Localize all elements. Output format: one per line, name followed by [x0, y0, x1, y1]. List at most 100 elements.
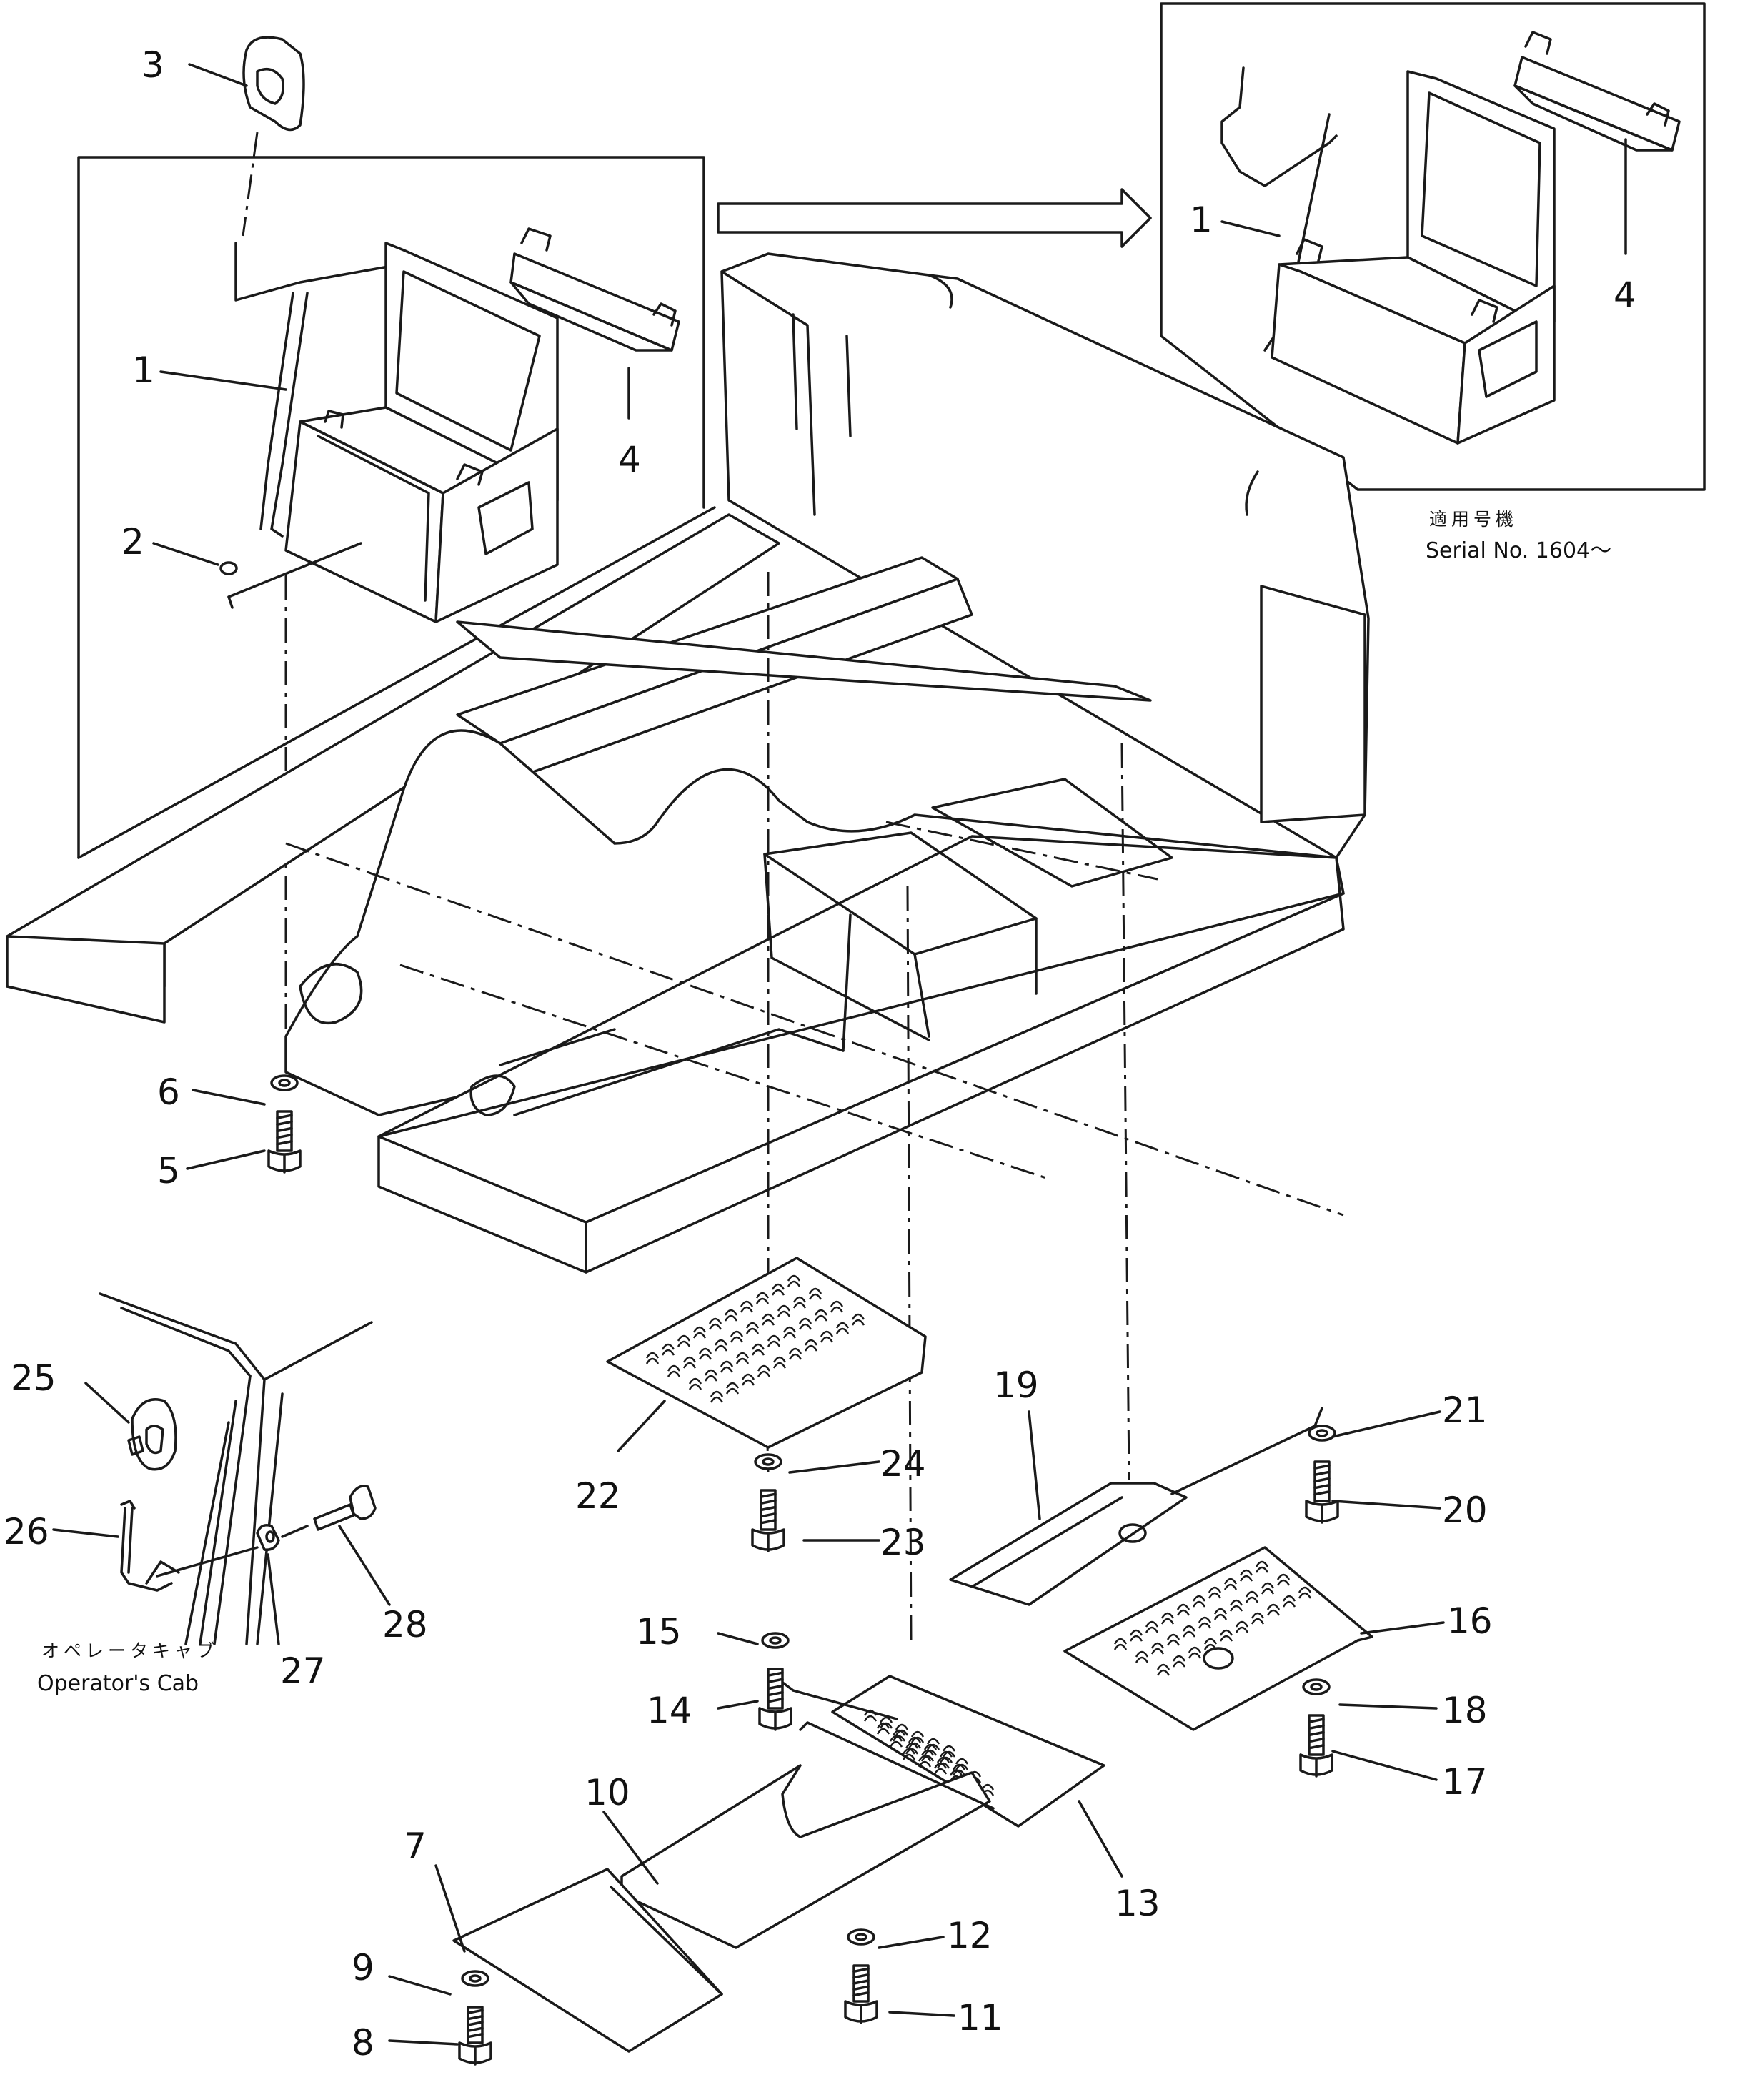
- callout-15: 15: [636, 1611, 682, 1653]
- vent-slot: [889, 1735, 903, 1748]
- vent-slot: [939, 1750, 953, 1763]
- vent-slot: [1213, 1608, 1228, 1620]
- vent-slot: [751, 1343, 765, 1356]
- vent-slot: [1129, 1629, 1143, 1642]
- vent-slot: [820, 1330, 834, 1343]
- lock-icon: [127, 1398, 177, 1471]
- vent-slot: [905, 1742, 919, 1755]
- vent-slot: [933, 1762, 948, 1775]
- vent-slot: [771, 1283, 785, 1296]
- vent-slot: [1135, 1650, 1149, 1663]
- callout-12: 12: [947, 1915, 993, 1956]
- bolt-icon: [1305, 1425, 1339, 1524]
- arrow-right-icon: [717, 188, 1152, 248]
- callout-1: 1: [1190, 199, 1213, 241]
- callout-18: 18: [1442, 1690, 1488, 1731]
- vent-slot: [667, 1364, 681, 1377]
- vent-slot: [692, 1326, 707, 1339]
- vent-slot: [1208, 1586, 1222, 1599]
- vent-slot: [942, 1745, 956, 1758]
- vent-slot: [782, 1326, 797, 1339]
- vent-slot: [923, 1743, 938, 1756]
- vent-slot: [1145, 1620, 1159, 1633]
- vent-slot: [645, 1352, 660, 1364]
- vent-slot: [1245, 1590, 1259, 1603]
- vent-slot: [777, 1304, 791, 1317]
- vent-slot: [955, 1758, 969, 1770]
- vent-slot: [1156, 1663, 1170, 1676]
- vent-slot: [1266, 1603, 1281, 1616]
- main-floor-frame: [6, 252, 1370, 1274]
- callout-16: 16: [1447, 1600, 1493, 1642]
- vent-slot: [735, 1352, 750, 1364]
- callout-11: 11: [958, 1997, 1003, 2039]
- vent-slot: [1150, 1642, 1165, 1655]
- vent-slot: [908, 1736, 922, 1749]
- vent-slot: [920, 1749, 935, 1762]
- vent-slot: [682, 1356, 697, 1369]
- vent-slot: [710, 1390, 724, 1403]
- plate-19: [949, 1407, 1323, 1606]
- vent-slot: [1251, 1612, 1265, 1625]
- vent-slot: [788, 1347, 802, 1360]
- vent-slot: [1298, 1586, 1312, 1599]
- vent-slot: [804, 1339, 818, 1352]
- vent-slot: [1113, 1638, 1128, 1650]
- callout-4: 4: [1614, 274, 1636, 316]
- callout-14: 14: [647, 1690, 692, 1731]
- vent-slot: [1182, 1625, 1196, 1638]
- bolt-icon: [758, 1632, 792, 1731]
- vent-slot: [835, 1322, 850, 1334]
- toolbox-assembly-left: [219, 36, 680, 1079]
- callout-6: 6: [157, 1071, 180, 1113]
- vent-slot: [926, 1738, 940, 1750]
- vent-slot: [688, 1377, 702, 1390]
- vent-slot: [661, 1343, 675, 1356]
- vent-slot: [936, 1756, 950, 1769]
- vent-slot: [714, 1339, 728, 1352]
- vent-slot: [1255, 1560, 1269, 1573]
- vent-slot: [720, 1360, 734, 1373]
- vent-slot: [1192, 1595, 1206, 1608]
- callout-25: 25: [11, 1357, 56, 1399]
- vent-slot: [892, 1729, 906, 1742]
- callout-28: 28: [382, 1604, 428, 1645]
- callout-labels: 1 2 3 4 1 4 5 6 7 8 9 10 11 12 13 14 15 …: [4, 44, 1636, 2064]
- operators-cab-corner: [99, 1292, 377, 1645]
- callout-23: 23: [880, 1522, 926, 1563]
- vent-slot: [730, 1330, 744, 1343]
- vent-slot: [761, 1313, 775, 1326]
- callout-1: 1: [132, 350, 155, 391]
- bolt-icon: [458, 1970, 492, 2066]
- center-lines: [285, 572, 1344, 1645]
- callout-13: 13: [1115, 1883, 1160, 1924]
- vent-slot: [677, 1334, 691, 1347]
- callout-3: 3: [141, 44, 164, 86]
- callout-27: 27: [280, 1650, 326, 1692]
- callout-8: 8: [352, 2022, 374, 2064]
- cover-plate-22: [606, 1257, 927, 1449]
- cab-note-jp: オペレータキャブ: [41, 1640, 219, 1661]
- vent-slot: [745, 1322, 760, 1334]
- bolt-icon: [844, 1928, 878, 2024]
- plate-7: [452, 1868, 723, 2053]
- callout-17: 17: [1442, 1761, 1488, 1803]
- vent-slot: [725, 1382, 740, 1395]
- vent-slot: [1282, 1595, 1296, 1608]
- cover-plate-13: [831, 1675, 1105, 1828]
- vent-slot: [895, 1723, 909, 1736]
- bolt-icon: [1299, 1678, 1333, 1778]
- cover-plate-16: [1063, 1546, 1373, 1731]
- vent-slot: [910, 1730, 925, 1743]
- serial-note-en: Serial No. 1604～: [1426, 538, 1611, 563]
- vent-slot: [698, 1347, 712, 1360]
- callout-22: 22: [575, 1475, 621, 1517]
- callout-20: 20: [1442, 1490, 1488, 1531]
- callout-24: 24: [880, 1443, 926, 1485]
- vent-slot: [757, 1364, 771, 1377]
- leader-lines: [52, 63, 1627, 2046]
- vent-slot: [755, 1292, 770, 1304]
- inset-frame-right: [1160, 2, 1706, 491]
- vent-slot: [724, 1309, 738, 1322]
